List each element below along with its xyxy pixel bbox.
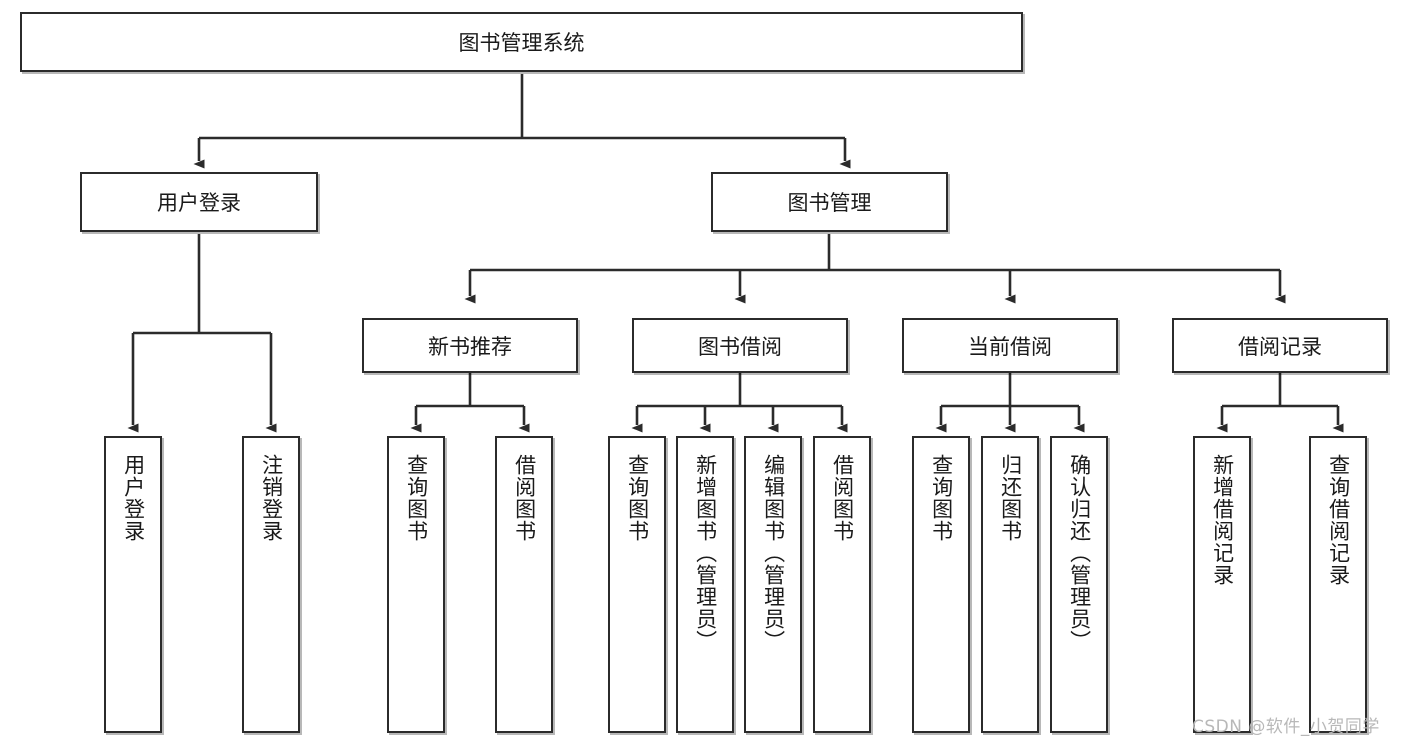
node-label: 用户登录: [157, 191, 241, 215]
leaf-label: 新增图书（管理员）: [693, 454, 718, 652]
leaf-label: 注销登录: [259, 454, 284, 542]
leaf-user-login-login[interactable]: 用户登录: [104, 436, 162, 733]
node-label: 图书管理系统: [458, 31, 585, 55]
leaf-user-login-logout[interactable]: 注销登录: [242, 436, 300, 733]
node-label: 当前借阅: [968, 334, 1052, 359]
leaf-current-query-book[interactable]: 查询图书: [912, 436, 970, 733]
node-user-login[interactable]: 用户登录: [80, 172, 318, 232]
leaf-borrow-add-book-admin[interactable]: 新增图书（管理员）: [676, 436, 734, 733]
leaf-label: 查询图书: [404, 454, 429, 542]
node-current-borrow[interactable]: 当前借阅: [902, 318, 1118, 373]
leaf-current-return-book[interactable]: 归还图书: [981, 436, 1039, 733]
leaf-label: 查询借阅记录: [1326, 454, 1351, 586]
leaf-borrow-borrow-book[interactable]: 借阅图书: [813, 436, 871, 733]
node-label: 图书管理: [787, 191, 872, 215]
leaf-label: 用户登录: [121, 454, 146, 542]
leaf-record-add-record[interactable]: 新增借阅记录: [1193, 436, 1251, 733]
leaf-record-query-record[interactable]: 查询借阅记录: [1309, 436, 1367, 733]
node-new-book-recommend[interactable]: 新书推荐: [362, 318, 578, 373]
node-root-system[interactable]: 图书管理系统: [20, 12, 1023, 72]
node-book-management[interactable]: 图书管理: [711, 172, 948, 232]
leaf-label: 确认归还（管理员）: [1067, 454, 1092, 652]
leaf-label: 查询图书: [625, 454, 650, 542]
leaf-label: 借阅图书: [512, 454, 537, 542]
node-borrow-record[interactable]: 借阅记录: [1172, 318, 1388, 373]
leaf-borrow-edit-book-admin[interactable]: 编辑图书（管理员）: [744, 436, 802, 733]
watermark-text: CSDN @软件_小贺同学: [1192, 717, 1380, 737]
leaf-label: 借阅图书: [830, 454, 855, 542]
node-label: 借阅记录: [1238, 334, 1322, 359]
leaf-label: 归还图书: [998, 454, 1023, 542]
node-book-borrow[interactable]: 图书借阅: [632, 318, 848, 373]
leaf-recommend-borrow-book[interactable]: 借阅图书: [495, 436, 553, 733]
leaf-label: 查询图书: [929, 454, 954, 542]
leaf-label: 新增借阅记录: [1210, 454, 1235, 586]
leaf-borrow-query-book[interactable]: 查询图书: [608, 436, 666, 733]
node-label: 图书借阅: [698, 334, 782, 359]
leaf-recommend-query-book[interactable]: 查询图书: [387, 436, 445, 733]
leaf-current-confirm-return-admin[interactable]: 确认归还（管理员）: [1050, 436, 1108, 733]
node-label: 新书推荐: [428, 334, 512, 359]
leaf-label: 编辑图书（管理员）: [761, 454, 786, 652]
